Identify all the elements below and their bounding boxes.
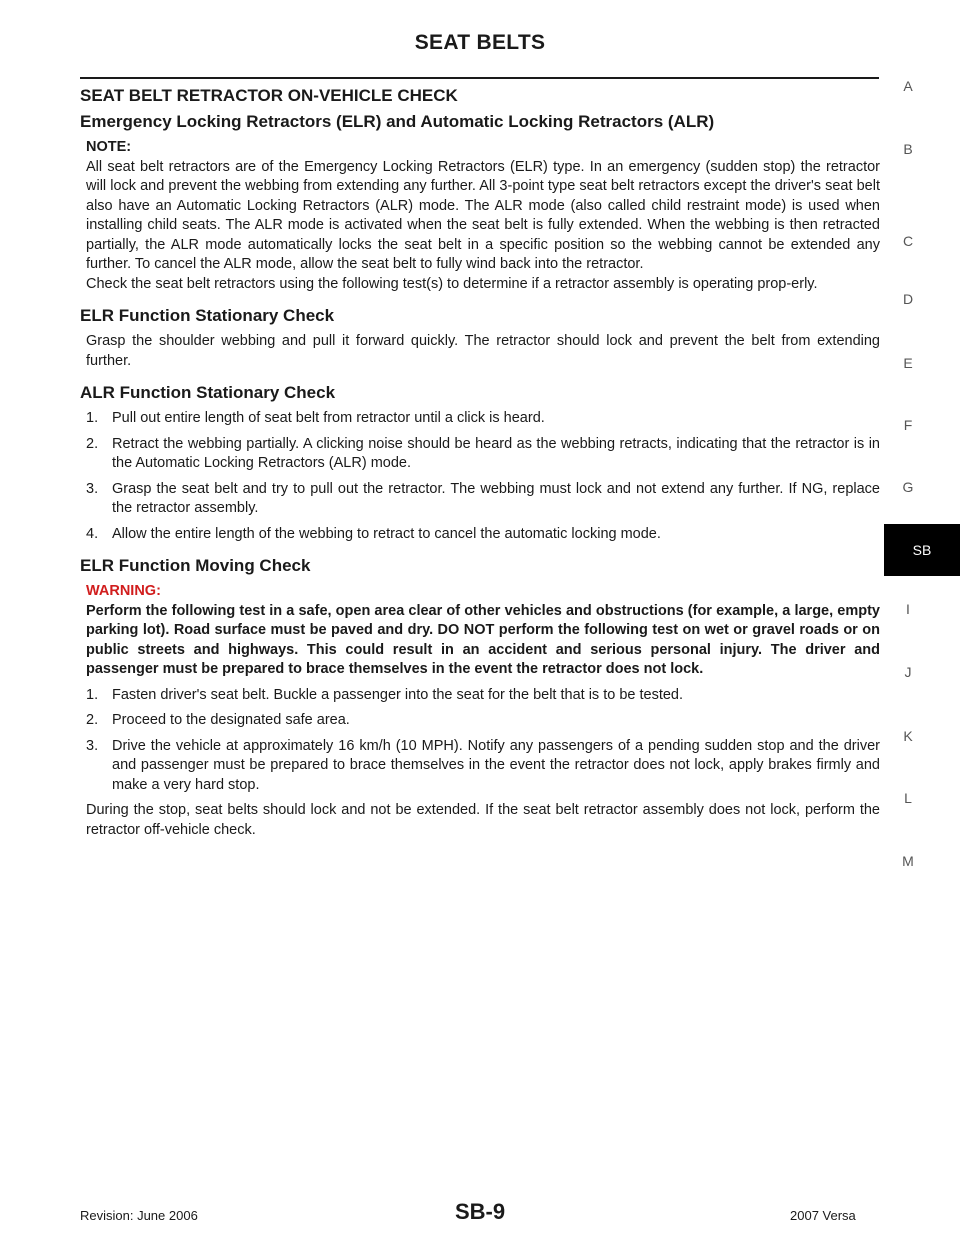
list-item: 1. Pull out entire length of seat belt fr…	[86, 409, 880, 429]
step-text: Pull out entire length of seat belt from…	[112, 410, 545, 426]
warning-text: Perform the following test in a safe, op…	[86, 602, 880, 678]
list-item: 1. Fasten driver's seat belt. Buckle a pa…	[86, 686, 880, 706]
check-text: Check the seat belt retractors using the…	[86, 275, 818, 292]
side-index-letter[interactable]: B	[903, 141, 913, 157]
side-index-letter[interactable]: A	[903, 78, 913, 94]
side-index-letter[interactable]: I	[906, 601, 910, 617]
list-item: 2. Retract the webbing partially. A click…	[86, 435, 880, 474]
list-item: 2. Proceed to the designated safe area.	[86, 711, 880, 731]
page-header-title: SEAT BELTS	[414, 31, 546, 54]
elr-stationary-title: ELR Function Stationary Check	[80, 306, 335, 325]
elr-moving-block: WARNING: Perform the following test in a…	[80, 582, 880, 840]
warning-label: WARNING:	[86, 583, 161, 599]
step-number: 1.	[86, 686, 99, 703]
alr-stationary-block: 1. Pull out entire length of seat belt fr…	[80, 409, 880, 544]
list-item: 4. Allow the entire length of the webbing…	[86, 525, 880, 545]
elr-moving-title: ELR Function Moving Check	[80, 556, 311, 575]
step-number: 2.	[86, 712, 99, 728]
alr-steps-list: 1. Pull out entire length of seat belt fr…	[86, 409, 880, 544]
footer-model: 2007 Versa	[790, 1208, 856, 1223]
footer-page-number: SB-9	[454, 1199, 506, 1224]
step-text: Drive the vehicle at approximately 16 km…	[112, 737, 880, 793]
side-index-letter[interactable]: F	[903, 417, 913, 433]
side-index-letter[interactable]: J	[904, 664, 912, 680]
step-number: 3.	[86, 480, 99, 497]
footer-revision: Revision: June 2006	[80, 1208, 198, 1223]
header-rule	[80, 77, 879, 79]
note-text: All seat belt retractors are of the Emer…	[86, 158, 880, 273]
section-subtitle: Emergency Locking Retractors (ELR) and A…	[80, 112, 715, 131]
step-number: 1.	[86, 410, 99, 426]
elr-moving-steps-list: 1. Fasten driver's seat belt. Buckle a pa…	[86, 686, 880, 796]
side-index-letter[interactable]: K	[903, 728, 913, 744]
elr-stationary-text: Grasp the shoulder webbing and pull it f…	[86, 333, 880, 369]
step-number: 2.	[86, 435, 99, 452]
main-content: SEAT BELT RETRACTOR ON-VEHICLE CHECK Eme…	[80, 86, 880, 840]
side-index-letter[interactable]: C	[902, 233, 914, 249]
step-text: Fasten driver's seat belt. Buckle a pass…	[112, 686, 684, 703]
step-text: Grasp the seat belt and try to pull out …	[112, 480, 880, 517]
side-index-letter[interactable]: L	[904, 790, 912, 806]
step-number: 3.	[86, 737, 99, 754]
side-index-letter[interactable]: D	[902, 291, 914, 307]
step-text: Proceed to the designated safe area.	[112, 712, 350, 728]
note-label: NOTE:	[86, 139, 132, 155]
elr-stationary-block: Grasp the shoulder webbing and pull it f…	[80, 332, 880, 371]
sb-section-tab[interactable]: SB	[884, 524, 960, 576]
list-item: 3. Drive the vehicle at approximately 16 …	[86, 737, 880, 796]
side-index-letter[interactable]: G	[902, 479, 914, 495]
step-text: Retract the webbing partially. A clickin…	[112, 435, 880, 472]
step-text: Allow the entire length of the webbing t…	[112, 525, 661, 542]
step-number: 4.	[86, 525, 99, 542]
alr-stationary-title: ALR Function Stationary Check	[80, 383, 336, 402]
note-block: NOTE: All seat belt retractors are of th…	[80, 138, 880, 294]
side-index-letter[interactable]: E	[903, 355, 913, 371]
after-stop-text: During the stop, seat belts should lock …	[86, 802, 880, 838]
list-item: 3. Grasp the seat belt and try to pull ou…	[86, 480, 880, 519]
side-index-letter[interactable]: M	[902, 853, 914, 869]
section-title: SEAT BELT RETRACTOR ON-VEHICLE CHECK	[80, 86, 458, 105]
